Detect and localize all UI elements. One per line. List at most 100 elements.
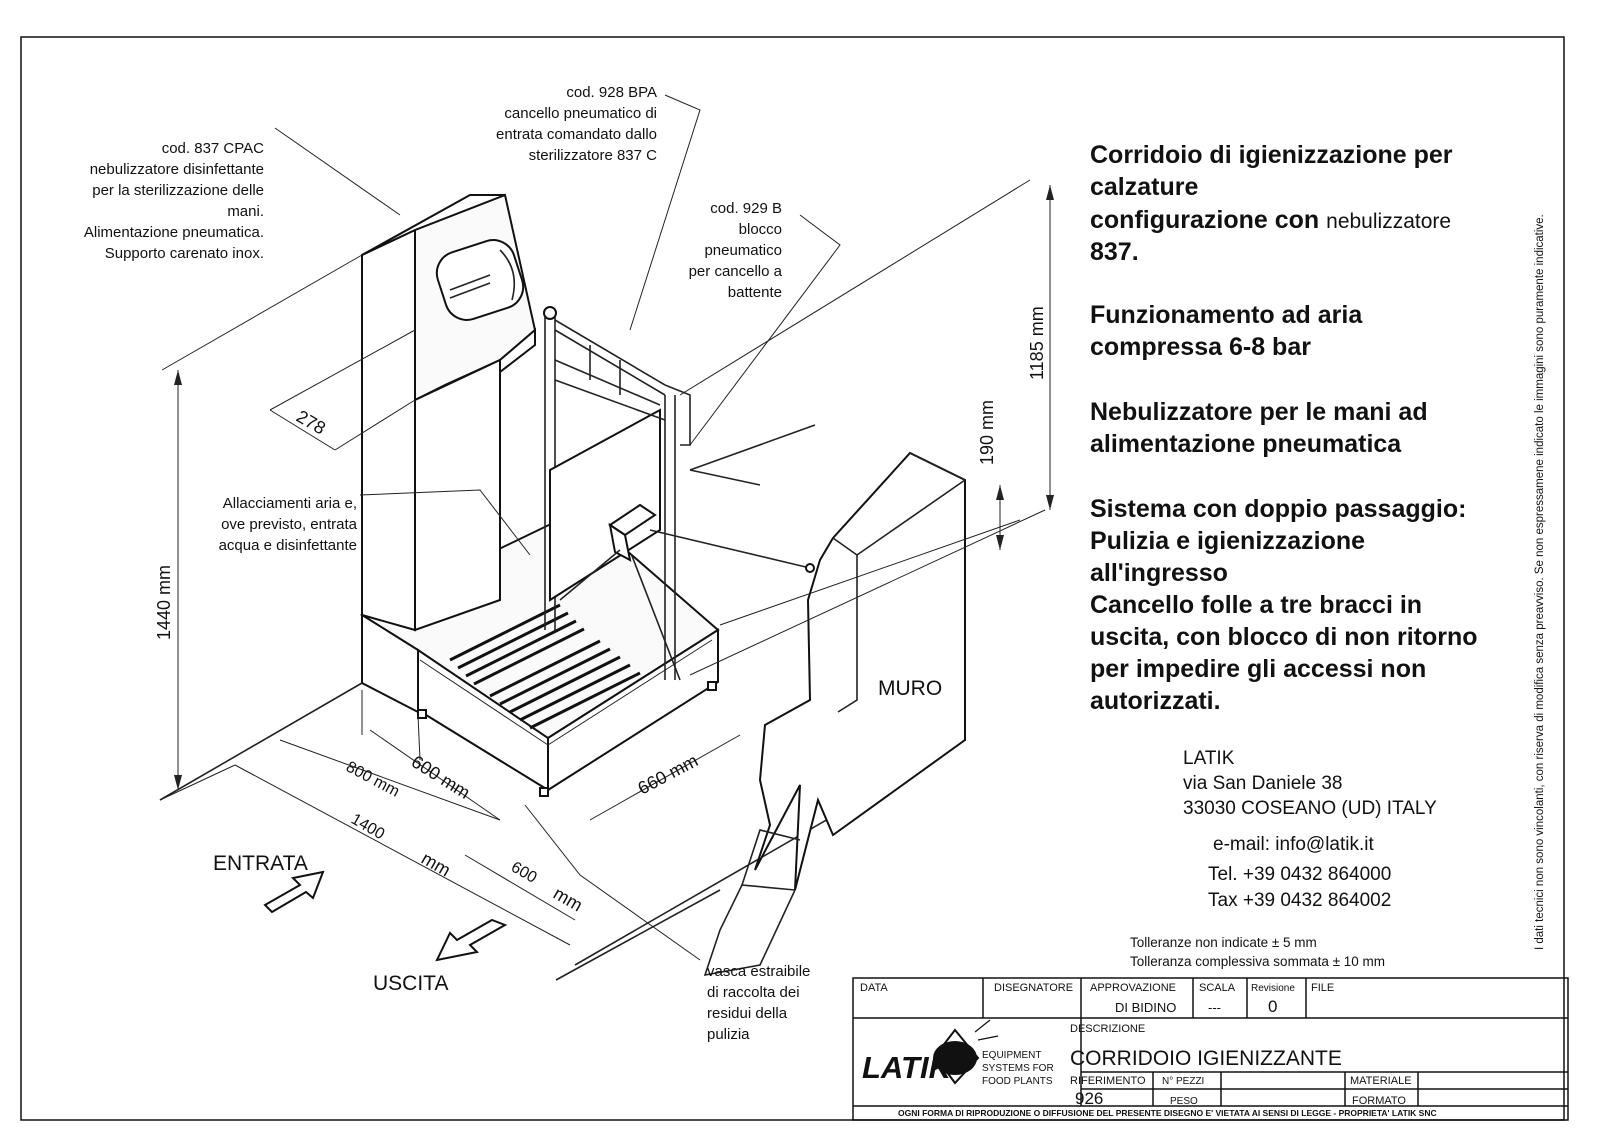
svg-text:uscita, con blocco di non rito: uscita, con blocco di non ritorno	[1090, 623, 1478, 651]
callout-cpac: cod. 837 CPAC nebulizzatore disinfettant…	[84, 140, 264, 262]
dim-278: 278	[293, 406, 329, 438]
dim-1400: 1400	[348, 811, 387, 844]
svg-text:OGNI FORMA DI RIPRODUZIONE O D: OGNI FORMA DI RIPRODUZIONE O DIFFUSIONE …	[898, 1108, 1437, 1118]
svg-text:battente: battente	[728, 284, 782, 301]
dim-1440: 1440 mm	[154, 565, 174, 640]
tolerances: Tolleranze non indicate ± 5 mm Tolleranz…	[1130, 935, 1385, 969]
svg-text:e-mail: info@latik.it: e-mail: info@latik.it	[1213, 834, 1374, 855]
dim-190: 190 mm	[977, 400, 997, 465]
svg-text:vasca estraibile: vasca estraibile	[707, 963, 810, 980]
svg-text:PESO: PESO	[1170, 1096, 1198, 1107]
svg-text:Revisione: Revisione	[1251, 983, 1295, 994]
display-window	[435, 239, 525, 321]
dim-600-bottom-unit: mm	[550, 883, 586, 915]
svg-text:pulizia: pulizia	[707, 1026, 750, 1043]
title-block: DATA DISEGNATORE APPROVAZIONE DI BIDINO …	[852, 977, 1569, 1121]
svg-text:nebulizzatore disinfettante: nebulizzatore disinfettante	[90, 161, 264, 178]
svg-text:Alimentazione pneumatica.: Alimentazione pneumatica.	[84, 224, 264, 241]
svg-text:Pulizia e igienizzazione: Pulizia e igienizzazione	[1090, 527, 1365, 555]
svg-text:N° PEZZI: N° PEZZI	[1162, 1076, 1204, 1087]
svg-text:Sistema con doppio passaggio:: Sistema con doppio passaggio:	[1090, 495, 1466, 523]
svg-text:acqua e disinfettante: acqua e disinfettante	[219, 537, 357, 554]
svg-text:DESCRIZIONE: DESCRIZIONE	[1070, 1023, 1145, 1035]
svg-text:compressa 6-8 bar: compressa 6-8 bar	[1090, 333, 1311, 361]
svg-text:FILE: FILE	[1311, 982, 1334, 994]
svg-text:mani.: mani.	[227, 203, 264, 220]
dimension-lines	[159, 179, 1054, 946]
svg-text:DISEGNATORE: DISEGNATORE	[994, 982, 1073, 994]
svg-text:Allacciamenti aria e,: Allacciamenti aria e,	[223, 495, 357, 512]
svg-text:per la sterilizzazione delle: per la sterilizzazione delle	[92, 182, 264, 199]
leader-lines	[274, 94, 841, 961]
wall	[703, 451, 966, 977]
svg-text:residui della: residui della	[707, 1005, 788, 1022]
callout-blocco: cod. 929 B blocco pneumatico per cancell…	[689, 200, 783, 301]
svg-text:di raccolta dei: di raccolta dei	[707, 984, 800, 1001]
svg-text:DATA: DATA	[860, 982, 888, 994]
callout-bpa: cod. 928 BPA cancello pneumatico di entr…	[496, 84, 657, 164]
svg-text:DI BIDINO: DI BIDINO	[1115, 1000, 1176, 1015]
turnstile	[559, 503, 815, 681]
uscita-label: USCITA	[373, 972, 448, 995]
gate-post-cap	[543, 306, 557, 320]
svg-text:Corridoio di igienizzazione pe: Corridoio di igienizzazione per	[1090, 141, 1453, 169]
svg-text:SYSTEMS FOR: SYSTEMS FOR	[982, 1063, 1054, 1074]
svg-text:Funzionamento ad aria: Funzionamento ad aria	[1090, 301, 1363, 329]
dim-1400-unit: mm	[418, 848, 454, 880]
svg-text:Cancello folle a tre bracci in: Cancello folle a tre bracci in	[1090, 591, 1422, 619]
svg-text:via San Daniele 38: via San Daniele 38	[1183, 773, 1343, 794]
svg-text:sterilizzatore 837 C: sterilizzatore 837 C	[529, 147, 658, 164]
svg-text:per impedire gli accessi non: per impedire gli accessi non	[1090, 655, 1426, 683]
svg-text:SCALA: SCALA	[1199, 982, 1236, 994]
svg-text:LATIK: LATIK	[862, 1050, 954, 1085]
svg-text:cancello pneumatico di: cancello pneumatico di	[504, 105, 657, 122]
svg-text:calzature: calzature	[1090, 173, 1198, 201]
svg-text:MATERIALE: MATERIALE	[1350, 1075, 1412, 1087]
svg-text:Tolleranze non indicate ± 5 m: Tolleranze non indicate ± 5 mm	[1130, 935, 1317, 950]
svg-text:Supporto carenato inox.: Supporto carenato inox.	[105, 245, 264, 262]
svg-text:pneumatico: pneumatico	[704, 242, 782, 259]
svg-text:APPROVAZIONE: APPROVAZIONE	[1090, 982, 1176, 994]
svg-text:cod. 929 B: cod. 929 B	[710, 200, 782, 217]
svg-text:Tolleranza complessiva sommata: Tolleranza complessiva sommata ± 10 mm	[1130, 954, 1385, 969]
svg-text:FORMATO: FORMATO	[1352, 1095, 1406, 1107]
svg-text:autorizzati.: autorizzati.	[1090, 687, 1221, 715]
uscita-arrow-icon	[435, 918, 508, 962]
svg-text:cod. 928 BPA: cod. 928 BPA	[566, 84, 657, 101]
sterilizer-column	[361, 193, 537, 632]
svg-text:ove previsto, entrata: ove previsto, entrata	[221, 516, 358, 533]
latik-logo: LATIK	[862, 1019, 999, 1085]
svg-text:blocco: blocco	[739, 221, 782, 238]
sheet-border	[20, 36, 1565, 1121]
svg-text:per cancello a: per cancello a	[689, 263, 783, 280]
svg-text:FOOD PLANTS: FOOD PLANTS	[982, 1076, 1053, 1087]
svg-text:Tax +39 0432 864002: Tax +39 0432 864002	[1208, 890, 1391, 911]
dim-800: 800 mm	[343, 759, 402, 801]
svg-text:LATIK: LATIK	[1183, 748, 1235, 769]
svg-text:EQUIPMENT: EQUIPMENT	[982, 1050, 1041, 1061]
svg-text:RIFERIMENTO: RIFERIMENTO	[1070, 1075, 1146, 1087]
company-address: LATIK via San Daniele 38 33030 COSEANO (…	[1183, 748, 1437, 911]
svg-text:CORRIDOIO IGIENIZZANTE: CORRIDOIO IGIENIZZANTE	[1070, 1047, 1342, 1070]
svg-text:Tel. +39 0432 864000: Tel. +39 0432 864000	[1208, 864, 1391, 885]
product-description: Corridoio di igienizzazione per calzatur…	[1090, 141, 1478, 715]
callout-vasca: vasca estraibile di raccolta dei residui…	[707, 963, 810, 1043]
gate-frame	[543, 306, 691, 680]
svg-text:33030 COSEANO (UD) ITALY: 33030 COSEANO (UD) ITALY	[1183, 798, 1437, 819]
dim-600-top: 600 mm	[408, 751, 474, 802]
svg-text:Nebulizzatore per le mani ad: Nebulizzatore per le mani ad	[1090, 398, 1428, 426]
dim-660: 660 mm	[634, 750, 701, 798]
callout-allacciamenti: Allacciamenti aria e, ove previsto, entr…	[219, 495, 358, 554]
svg-text:all'ingresso: all'ingresso	[1090, 559, 1228, 587]
svg-text:cod. 837 CPAC: cod. 837 CPAC	[162, 140, 264, 157]
svg-text:---: ---	[1208, 1000, 1221, 1015]
svg-text:837.: 837.	[1090, 238, 1139, 266]
side-note: I dati tecnici non sono vincolanti, con …	[1534, 214, 1546, 950]
muro-label: MURO	[878, 677, 942, 700]
svg-text:entrata comandato dallo: entrata comandato dallo	[496, 126, 657, 143]
grating	[449, 603, 641, 730]
entrata-label: ENTRATA	[213, 852, 308, 875]
dim-1185: 1185 mm	[1027, 306, 1047, 380]
svg-text:0: 0	[1268, 997, 1277, 1016]
